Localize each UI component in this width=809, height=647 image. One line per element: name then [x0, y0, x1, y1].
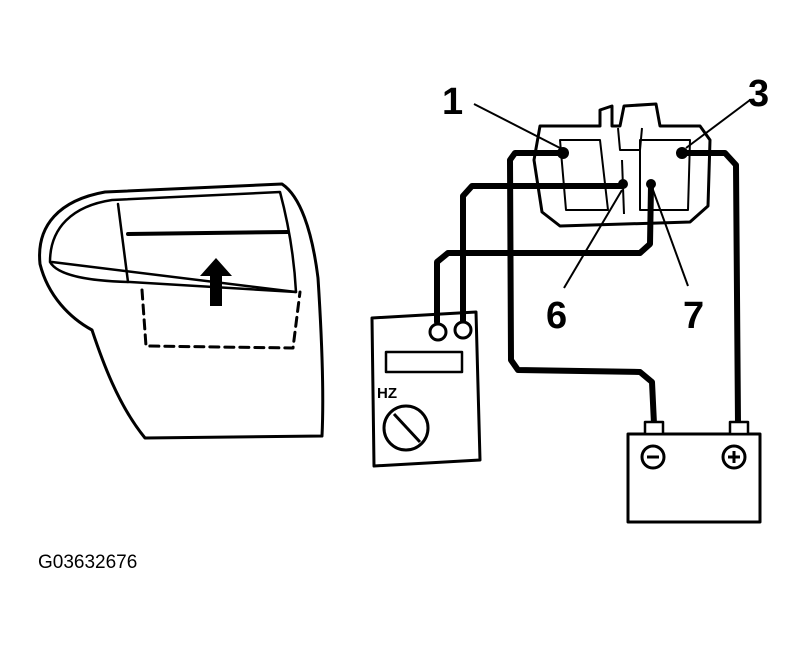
leader-3 [685, 99, 751, 149]
meter-body [370, 310, 482, 468]
wire-probe-7 [434, 183, 654, 325]
connector-housing [532, 102, 712, 228]
wire-probe-6 [460, 183, 626, 325]
pin-label-1: 1 [442, 81, 463, 123]
meter-dial-pointer [392, 412, 422, 444]
leader-1 [473, 103, 561, 149]
leader-7 [652, 189, 689, 287]
battery-body [626, 432, 762, 524]
probe-jack-right [453, 320, 473, 340]
battery-positive-post [728, 420, 750, 436]
pin-labels: 1 3 6 7 [442, 73, 769, 337]
leader-6 [563, 189, 623, 289]
window-glass-top [126, 230, 290, 236]
door-outline [38, 182, 325, 440]
window-glass-bottom [50, 260, 298, 294]
pin-label-6: 6 [546, 295, 567, 337]
battery-negative-post [643, 420, 665, 436]
connector-inner-right [639, 139, 691, 211]
wire-positive [679, 150, 741, 427]
window-regulator-area [140, 288, 302, 350]
positive-terminal-icon [721, 444, 747, 470]
pin-label-3: 3 [748, 73, 769, 115]
car-door [38, 182, 325, 440]
window-inner-frame [116, 202, 130, 284]
multimeter: HZ [370, 310, 482, 468]
wiring [434, 150, 741, 427]
window-outer-frame [48, 190, 298, 294]
negative-terminal-icon [640, 444, 666, 470]
up-arrow [200, 258, 232, 306]
probe-jack-left [428, 322, 448, 342]
meter-dial [382, 404, 430, 452]
meter-display [384, 350, 464, 374]
battery [626, 420, 762, 524]
figure-id: G03632676 [38, 552, 138, 573]
meter-range-label: HZ [377, 385, 397, 402]
pin-label-7: 7 [683, 295, 704, 337]
wire-negative [507, 150, 657, 427]
switch-connector [532, 102, 712, 228]
connector-latch [617, 127, 643, 151]
